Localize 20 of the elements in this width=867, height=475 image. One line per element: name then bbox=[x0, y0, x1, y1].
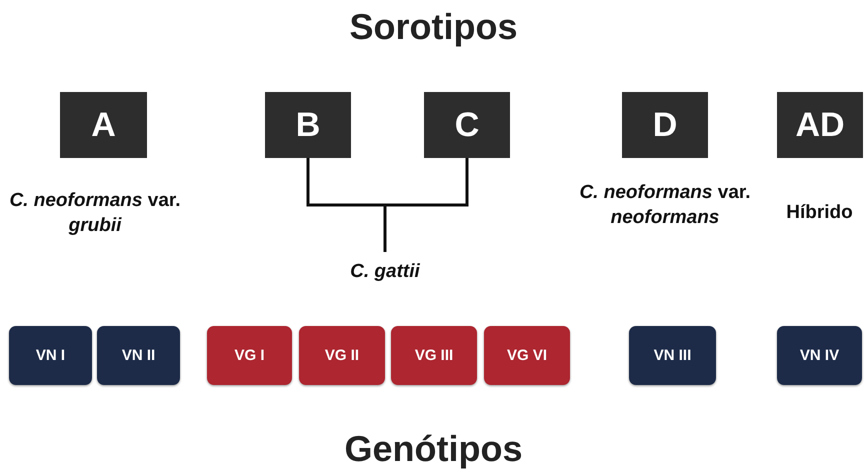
bracket-line bbox=[384, 158, 468, 252]
genotype-box: VN III bbox=[629, 326, 716, 385]
node-caption: C. neoformans var. neoformans bbox=[578, 181, 752, 230]
serotype-box: A bbox=[60, 92, 147, 158]
genotype-box: VG VI bbox=[484, 326, 570, 385]
genotype-box: VN II bbox=[97, 326, 180, 385]
serotype-box: AD bbox=[777, 92, 863, 158]
genotype-box: VN IV bbox=[777, 326, 862, 385]
node-caption: C. neoformans var. grubii bbox=[8, 189, 182, 238]
section-heading: Genótipos bbox=[344, 428, 524, 470]
species-label: C. gattii bbox=[325, 258, 445, 286]
genotype-box: VG II bbox=[299, 326, 385, 385]
node-caption: Híbrido bbox=[785, 201, 854, 225]
genotype-box: VG I bbox=[207, 326, 292, 385]
title: Sorotipos bbox=[348, 6, 518, 48]
serotype-box: B bbox=[265, 92, 351, 158]
genotype-box: VG III bbox=[391, 326, 477, 385]
genotype-box: VN I bbox=[9, 326, 92, 385]
serotype-box: C bbox=[424, 92, 510, 158]
serotype-box: D bbox=[622, 92, 708, 158]
